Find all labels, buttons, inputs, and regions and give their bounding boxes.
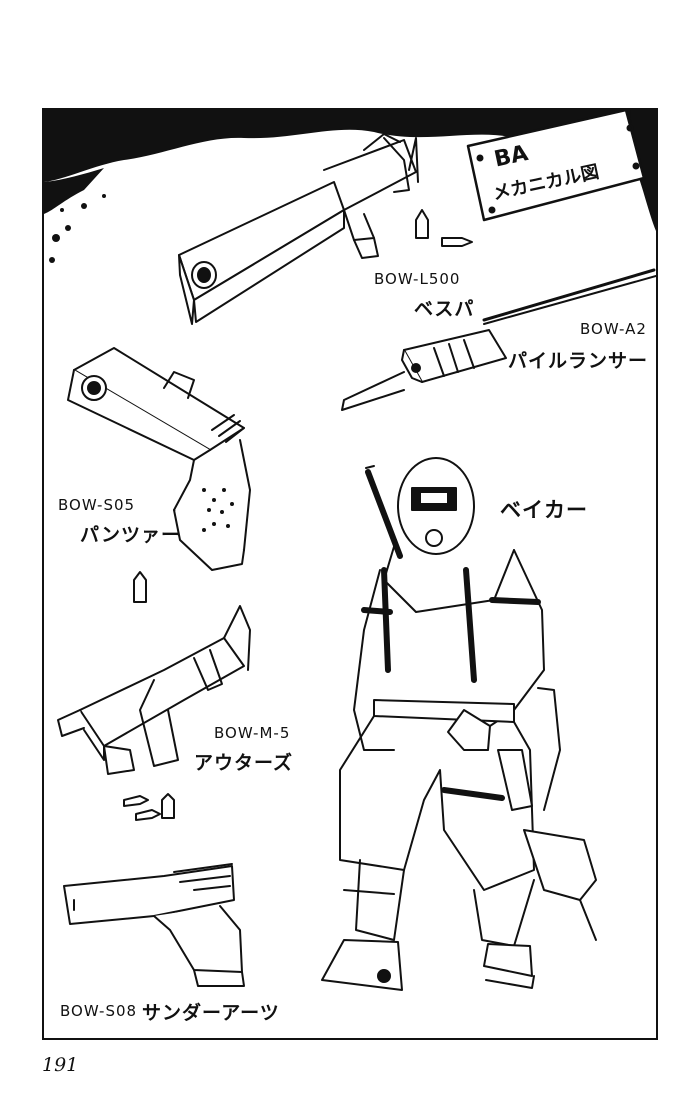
weapon-code-l500: BOW-L500 bbox=[374, 270, 461, 288]
illustration-panel: BA メカニカル図 BOW-L500 ベスパ BOW-A2 パイルランサー BO… bbox=[42, 108, 658, 1040]
weapon-name-a2: パイルランサー bbox=[508, 350, 649, 372]
weapon-code-s05: BOW-S05 bbox=[58, 496, 136, 514]
line-art bbox=[44, 110, 656, 991]
character-baker-drawing bbox=[321, 457, 597, 991]
bullets-m5 bbox=[123, 793, 175, 821]
pistol-s08-drawing bbox=[63, 863, 245, 987]
weapon-code-m5: BOW-M-5 bbox=[214, 724, 291, 742]
weapon-name-l500: ベスパ bbox=[414, 298, 475, 320]
pile-lancer-a2-drawing bbox=[341, 268, 656, 411]
weapon-name-m5: アウターズ bbox=[194, 752, 294, 774]
bullet-s05 bbox=[133, 571, 147, 603]
sign-plate bbox=[466, 110, 646, 222]
weapon-code-s08: BOW-S08 bbox=[60, 1002, 138, 1020]
weapon-name-s05: パンツァー bbox=[80, 524, 181, 546]
pistol-s05-drawing bbox=[67, 347, 251, 571]
character-name: ベイカー bbox=[500, 498, 588, 522]
rifle-l500-drawing bbox=[178, 133, 419, 325]
rifle-m5-drawing bbox=[57, 605, 251, 775]
weapon-code-a2: BOW-A2 bbox=[580, 320, 647, 338]
weapon-name-s08: サンダーアーツ bbox=[142, 1002, 280, 1024]
bullets-l500 bbox=[415, 209, 473, 247]
page-number: 191 bbox=[42, 1054, 79, 1076]
